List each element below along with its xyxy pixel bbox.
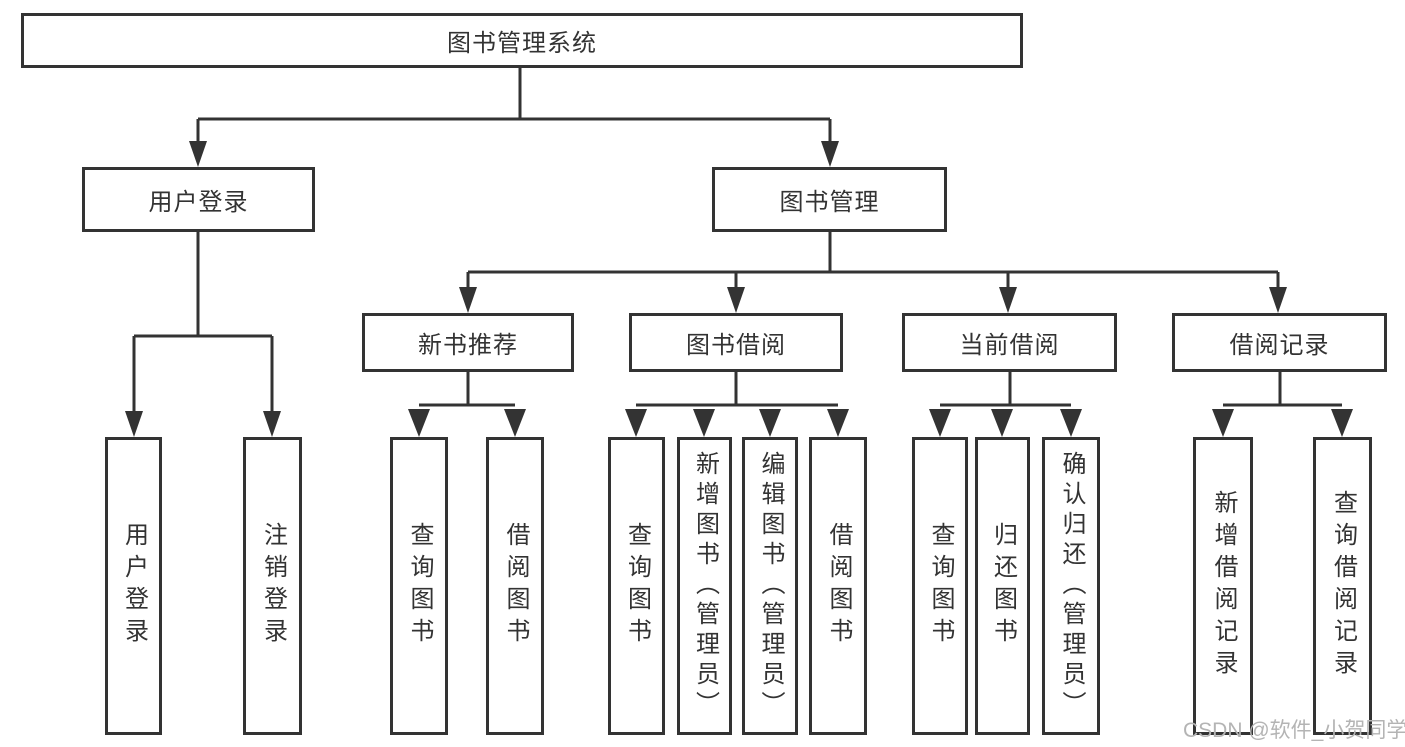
leaf-current-query-books-label: 查询图书 <box>927 522 954 650</box>
node-current-borrow-label: 当前借阅 <box>959 332 1060 359</box>
node-root: 图书管理系统 <box>21 13 1023 68</box>
leaf-return-books-label: 归还图书 <box>989 522 1017 650</box>
leaf-add-books-admin-label: 新增图书（管理员） <box>691 451 719 721</box>
node-borrow-records: 借阅记录 <box>1172 313 1387 372</box>
leaf-user-login-label: 用户登录 <box>120 522 148 650</box>
leaf-return-books: 归还图书 <box>975 437 1030 735</box>
arrowheads <box>125 141 1353 437</box>
leaf-query-borrow-record: 查询借阅记录 <box>1313 437 1372 735</box>
node-book-management-branch: 图书管理 <box>712 167 947 232</box>
node-book-borrow: 图书借阅 <box>629 313 843 372</box>
node-new-book-recommend: 新书推荐 <box>362 313 574 372</box>
leaf-recommend-borrow-books-label: 借阅图书 <box>502 522 529 650</box>
leaf-add-books-admin: 新增图书（管理员） <box>677 437 732 735</box>
watermark-text: CSDN @软件_小贺同学 <box>1183 719 1405 742</box>
node-user-login-branch-label: 用户登录 <box>148 189 249 216</box>
leaf-borrow-books: 借阅图书 <box>809 437 867 735</box>
leaf-recommend-query-books-label: 查询图书 <box>406 522 433 650</box>
leaf-user-login: 用户登录 <box>105 437 162 735</box>
leaf-current-query-books: 查询图书 <box>912 437 968 735</box>
leaf-query-borrow-record-label: 查询借阅记录 <box>1329 490 1357 682</box>
leaf-recommend-borrow-books: 借阅图书 <box>486 437 544 735</box>
node-book-management-branch-label: 图书管理 <box>779 189 880 216</box>
node-borrow-records-label: 借阅记录 <box>1229 332 1330 359</box>
leaf-add-borrow-record: 新增借阅记录 <box>1193 437 1253 735</box>
leaf-borrow-query-books-label: 查询图书 <box>623 522 651 650</box>
leaf-borrow-query-books: 查询图书 <box>608 437 665 735</box>
node-book-borrow-label: 图书借阅 <box>686 332 786 359</box>
node-new-book-recommend-label: 新书推荐 <box>418 332 518 359</box>
leaf-confirm-return-admin-label: 确认归还（管理员） <box>1058 451 1085 721</box>
leaf-recommend-query-books: 查询图书 <box>390 437 448 735</box>
node-user-login-branch: 用户登录 <box>82 167 315 232</box>
leaf-edit-books-admin: 编辑图书（管理员） <box>742 437 798 735</box>
leaf-borrow-books-label: 借阅图书 <box>825 522 852 650</box>
leaf-confirm-return-admin: 确认归还（管理员） <box>1042 437 1100 735</box>
leaf-logout-label: 注销登录 <box>259 522 287 650</box>
leaf-logout: 注销登录 <box>243 437 302 735</box>
leaf-add-borrow-record-label: 新增借阅记录 <box>1210 490 1237 682</box>
leaf-edit-books-admin-label: 编辑图书（管理员） <box>757 451 784 721</box>
node-current-borrow: 当前借阅 <box>902 313 1117 372</box>
node-root-label: 图书管理系统 <box>447 30 597 57</box>
